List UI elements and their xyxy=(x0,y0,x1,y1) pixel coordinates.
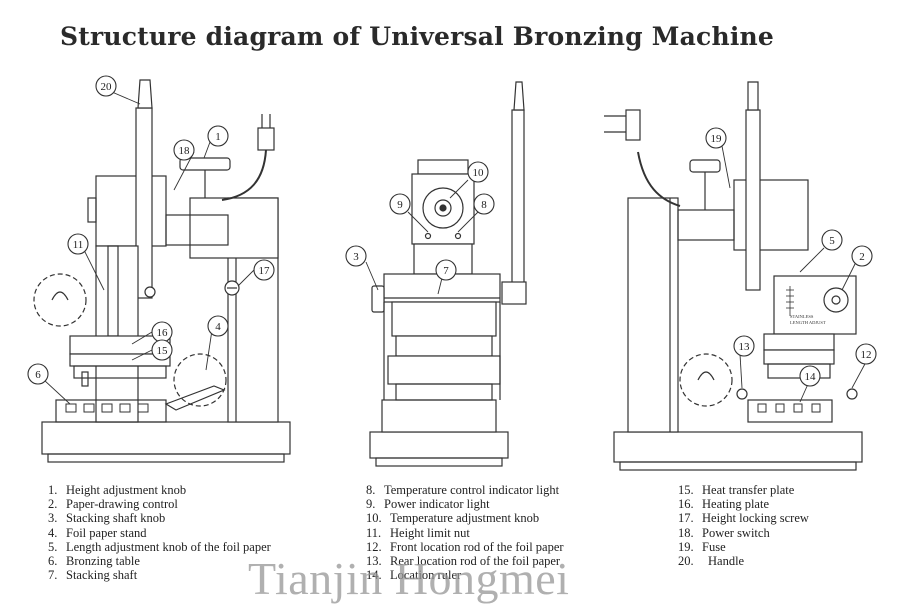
callout-4: 4 xyxy=(207,315,229,337)
callout-9: 9 xyxy=(389,193,411,215)
legend-item: 9.Power indicator light xyxy=(366,497,490,512)
callout-1: 1 xyxy=(207,125,229,147)
parts-legend-column-3: 15.Heat transfer plate 16.Heating plate … xyxy=(678,483,809,568)
svg-text:6: 6 xyxy=(35,369,41,381)
svg-text:7: 7 xyxy=(443,265,449,277)
callout-17: 17 xyxy=(253,259,275,281)
svg-text:14: 14 xyxy=(805,371,817,383)
callout-11: 11 xyxy=(67,233,89,255)
svg-text:8: 8 xyxy=(481,199,487,211)
callout-8: 8 xyxy=(473,193,495,215)
right-side-view xyxy=(604,81,867,471)
watermark: Tianjin Hongmei xyxy=(248,553,570,604)
callout-6: 6 xyxy=(27,363,49,385)
callout-3: 3 xyxy=(345,245,367,267)
callout-12: 12 xyxy=(855,343,877,365)
svg-text:15: 15 xyxy=(157,345,169,357)
left-side-view xyxy=(33,79,291,463)
panel-text-stainless: STAINLESS xyxy=(790,314,814,319)
legend-item: 11.Height limit nut xyxy=(366,525,470,540)
callout-10: 10 xyxy=(467,161,489,183)
legend-item: 1.Height adjustment knob xyxy=(48,483,187,497)
svg-text:12: 12 xyxy=(861,349,872,361)
svg-text:13: 13 xyxy=(739,341,751,353)
legend-item: 8.Temperature control indicator light xyxy=(366,483,560,497)
svg-text:11: 11 xyxy=(73,239,84,251)
legend-item: 15.Heat transfer plate xyxy=(678,483,795,497)
parts-legend-column-2: 8.Temperature control indicator light 9.… xyxy=(366,483,564,582)
callout-18: 18 xyxy=(173,139,195,161)
callout-2: 2 xyxy=(851,245,873,267)
panel-text-length-adjust: LENGTH ADJUST xyxy=(790,320,826,325)
svg-text:10: 10 xyxy=(473,167,485,179)
legend-item: 3.Stacking shaft knob xyxy=(48,511,166,526)
svg-text:19: 19 xyxy=(711,133,723,145)
legend-item: 2.Paper-drawing control xyxy=(48,497,178,512)
svg-text:2: 2 xyxy=(859,251,865,263)
legend-item: 16.Heating plate xyxy=(678,497,769,512)
callout-13: 13 xyxy=(733,335,755,357)
legend-item: 20.Handle xyxy=(678,554,745,569)
svg-text:16: 16 xyxy=(157,327,169,339)
callout-20: 20 xyxy=(95,75,117,97)
diagram-title: Structure diagram of Universal Bronzing … xyxy=(60,22,775,51)
legend-item: 14.Location ruler xyxy=(366,568,462,583)
svg-text:1: 1 xyxy=(215,131,221,143)
svg-text:5: 5 xyxy=(829,235,835,247)
parts-legend-column-1: 1.Height adjustment knob 2.Paper-drawing… xyxy=(48,483,271,582)
callout-15: 15 xyxy=(151,339,173,361)
legend-item: 18.Power switch xyxy=(678,525,770,540)
callout-14: 14 xyxy=(799,365,821,387)
legend-item: 13.Rear location rod of the foil paper xyxy=(366,554,561,569)
callout-7: 7 xyxy=(435,259,457,281)
callout-19: 19 xyxy=(705,127,727,149)
legend-item: 6.Bronzing table xyxy=(48,554,140,569)
callout-16: 16 xyxy=(151,321,173,343)
legend-item: 19.Fuse xyxy=(678,539,726,554)
svg-text:17: 17 xyxy=(259,265,271,277)
legend-item: 17.Height locking screw xyxy=(678,511,809,526)
legend-item: 5.Length adjustment knob of the foil pap… xyxy=(48,539,271,554)
legend-item: 12.Front location rod of the foil paper xyxy=(366,539,564,554)
legend-item: 4.Foil paper stand xyxy=(48,525,147,540)
legend-item: 10.Temperature adjustment knob xyxy=(366,511,540,526)
svg-text:4: 4 xyxy=(215,321,221,333)
legend-item: 7.Stacking shaft xyxy=(48,568,138,583)
callout-5: 5 xyxy=(821,229,843,251)
svg-text:3: 3 xyxy=(353,251,359,263)
svg-text:9: 9 xyxy=(397,199,403,211)
svg-text:18: 18 xyxy=(179,145,191,157)
svg-text:20: 20 xyxy=(101,81,113,93)
